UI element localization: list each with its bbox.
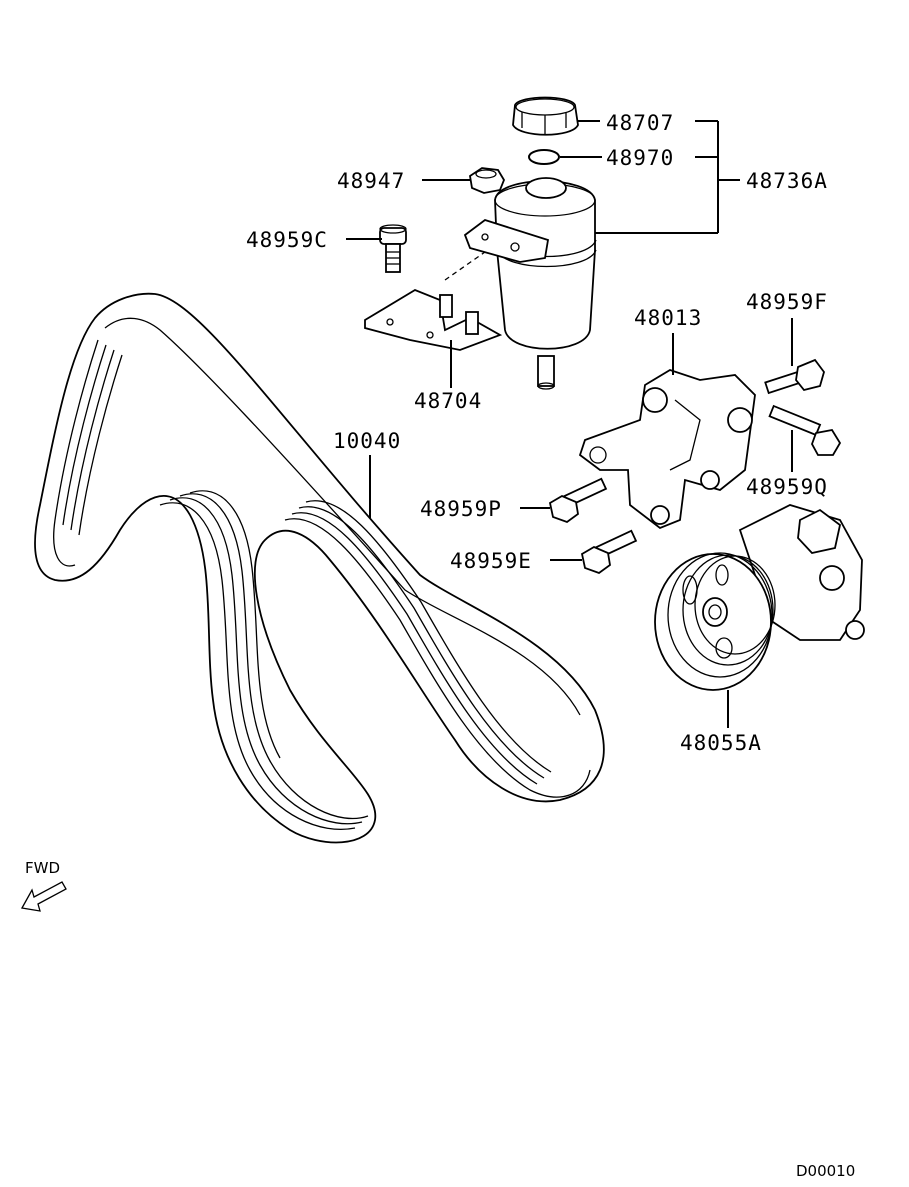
reservoir-tank [463,177,597,390]
label-48970: 48970 [606,146,674,170]
fwd-arrow-icon [20,881,67,912]
bolt-e [580,529,638,575]
label-10040: 10040 [333,429,401,453]
label-48959c: 48959C [246,228,328,252]
drive-belt [34,292,605,844]
label-48947: 48947 [337,169,405,193]
label-48959q: 48959Q [746,475,828,499]
bolt-c [379,224,407,273]
fwd-indicator: FWD [20,859,67,912]
label-48704: 48704 [414,389,482,413]
bolt-p [548,477,608,524]
pump-bracket [578,369,756,530]
label-48959f: 48959F [746,290,828,314]
reservoir-cap [512,96,579,136]
label-48736a: 48736A [746,169,828,193]
leader-lines [346,120,793,728]
bolt-q [768,404,842,456]
label-48959e: 48959E [450,549,532,573]
fwd-label: FWD [25,859,60,877]
label-48013: 48013 [634,306,702,330]
label-48707: 48707 [606,111,674,135]
diagram-code: D00010 [796,1162,855,1180]
label-48055a: 48055A [680,731,762,755]
power-steering-pump [654,504,865,691]
reservoir-bracket [364,251,503,351]
nut [469,167,506,194]
bolt-f [764,358,825,395]
o-ring [528,149,560,165]
label-48959p: 48959P [420,497,502,521]
